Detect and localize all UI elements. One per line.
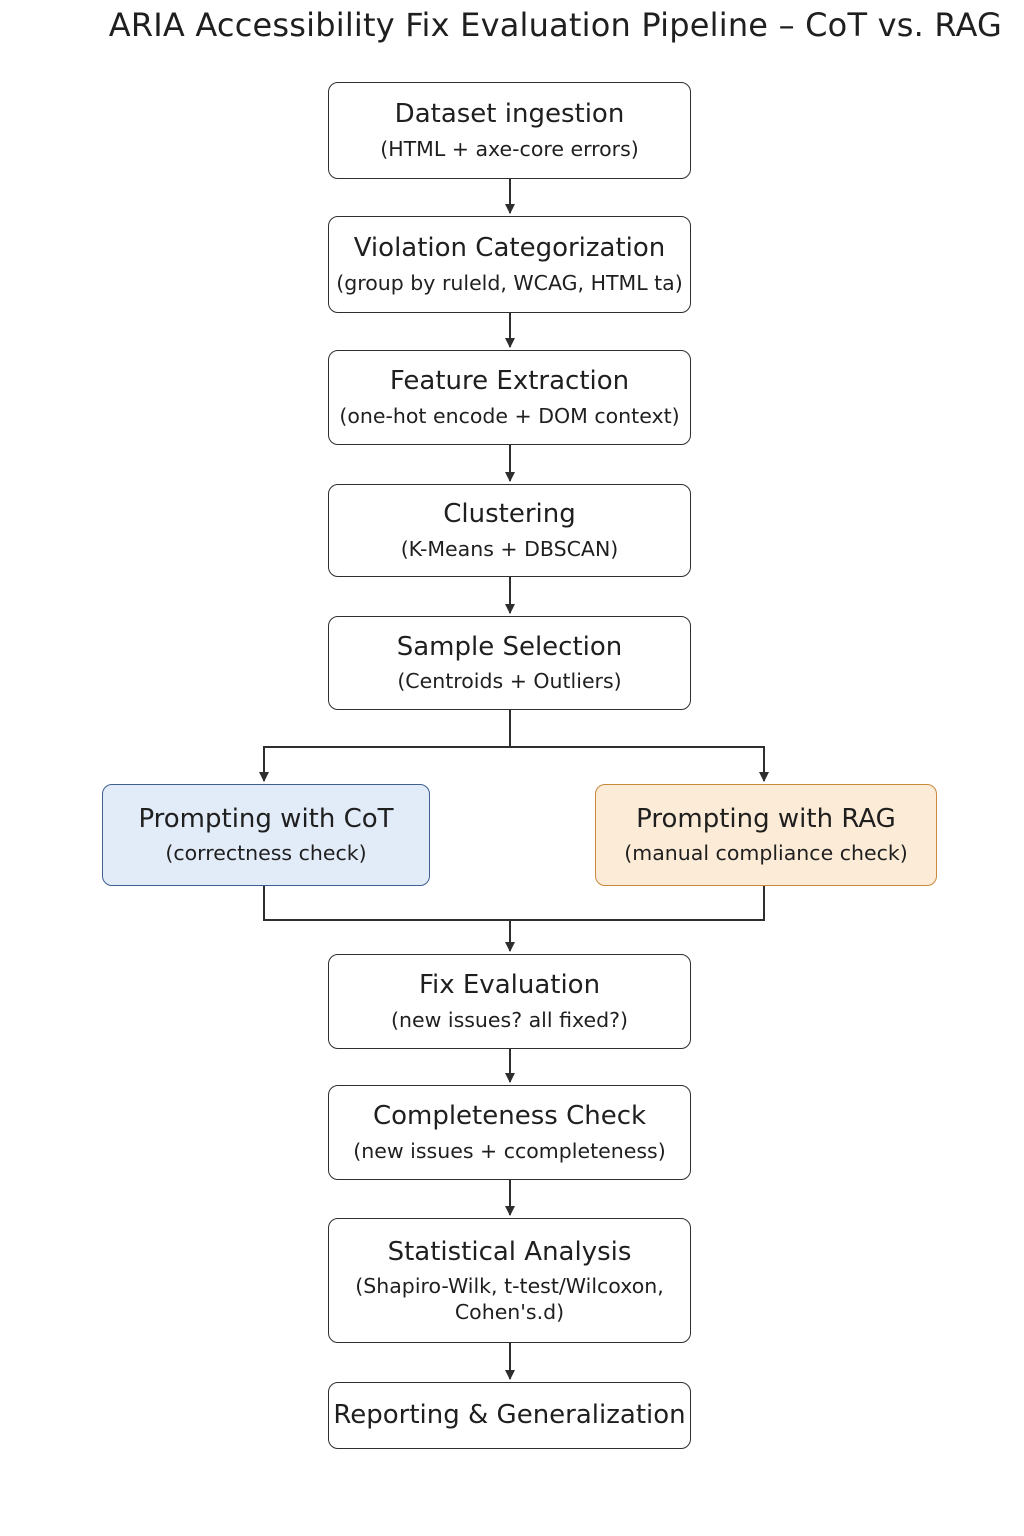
node-subtitle: (HTML + axe-core errors) bbox=[380, 136, 639, 161]
node-completeness-check: Completeness Check (new issues + ccomple… bbox=[328, 1085, 691, 1180]
node-title: Feature Extraction bbox=[389, 366, 630, 397]
node-dataset-ingestion: Dataset ingestion (HTML + axe-core error… bbox=[328, 82, 691, 179]
node-subtitle: (one-hot encode + DOM context) bbox=[339, 403, 680, 428]
node-prompting-rag: Prompting with RAG (manual compliance ch… bbox=[595, 784, 937, 886]
node-reporting-generalization: Reporting & Generalization bbox=[328, 1382, 691, 1449]
merge-line-cot bbox=[263, 886, 510, 921]
node-title: Clustering bbox=[443, 499, 576, 530]
node-title: Fix Evaluation bbox=[418, 970, 601, 1001]
node-violation-categorization: Violation Categorization (group by rulel… bbox=[328, 216, 691, 313]
arrow-branch-to-rag bbox=[510, 746, 769, 782]
node-statistical-analysis: Statistical Analysis (Shapiro-Wilk, t-te… bbox=[328, 1218, 691, 1343]
node-title: Statistical Analysis bbox=[387, 1236, 632, 1267]
node-subtitle: (group by ruleld, WCAG, HTML ta) bbox=[336, 270, 683, 295]
node-subtitle-line2: Cohen's.d) bbox=[454, 1299, 565, 1324]
node-title: Prompting with CoT bbox=[138, 803, 394, 834]
node-subtitle: (manual compliance check) bbox=[624, 841, 908, 866]
node-title: Violation Categorization bbox=[353, 233, 666, 264]
node-sample-selection: Sample Selection (Centroids + Outliers) bbox=[328, 616, 691, 710]
node-subtitle: (K-Means + DBSCAN) bbox=[400, 536, 619, 561]
node-fix-evaluation: Fix Evaluation (new issues? all fixed?) bbox=[328, 954, 691, 1049]
merge-line-rag bbox=[510, 886, 765, 921]
node-subtitle: (new issues + ccompleteness) bbox=[353, 1138, 666, 1163]
diagram-title: ARIA Accessibility Fix Evaluation Pipeli… bbox=[108, 6, 1002, 44]
node-title: Prompting with RAG bbox=[636, 803, 896, 834]
node-subtitle: (new issues? all fixed?) bbox=[390, 1007, 628, 1032]
arrow-branch-to-cot bbox=[259, 746, 510, 782]
node-subtitle: (correctness check) bbox=[165, 841, 367, 866]
node-prompting-cot: Prompting with CoT (correctness check) bbox=[102, 784, 430, 886]
node-title: Reporting & Generalization bbox=[333, 1400, 686, 1431]
node-clustering: Clustering (K-Means + DBSCAN) bbox=[328, 484, 691, 577]
node-title: Sample Selection bbox=[396, 631, 623, 662]
node-feature-extraction: Feature Extraction (one-hot encode + DOM… bbox=[328, 350, 691, 445]
node-subtitle: (Centroids + Outliers) bbox=[397, 669, 622, 694]
node-subtitle: (Shapiro-Wilk, t-test/Wilcoxon, bbox=[355, 1274, 664, 1299]
node-title: Dataset ingestion bbox=[394, 99, 625, 130]
node-title: Completeness Check bbox=[372, 1101, 647, 1132]
